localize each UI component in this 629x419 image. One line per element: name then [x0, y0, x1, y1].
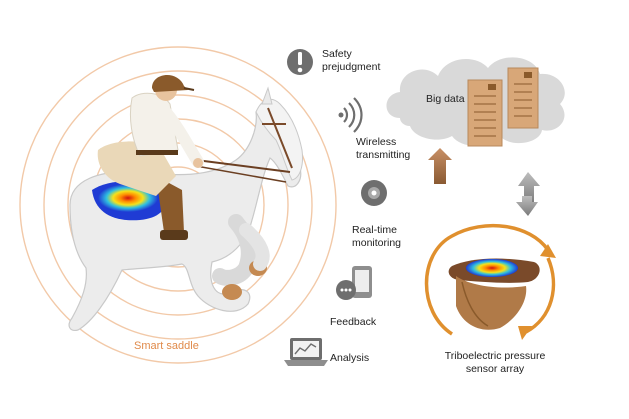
upload-arrow [428, 148, 452, 184]
label-smart-saddle: Smart saddle [134, 340, 199, 352]
server-icon-2 [507, 67, 539, 129]
label-wireless-line1: Wireless [356, 136, 397, 148]
cycle-arrow [424, 223, 556, 336]
label-analysis: Analysis [330, 352, 370, 364]
server-icon-1 [467, 79, 503, 147]
sync-arrow [516, 172, 540, 216]
label-sensor-line1: Triboelectric pressure [444, 350, 546, 362]
rider [97, 74, 204, 240]
phone-chat-icon [336, 266, 372, 300]
horse [68, 86, 303, 331]
saddle-image [448, 258, 540, 330]
laptop-chart-icon [284, 338, 328, 366]
label-bigdata: Big data [426, 93, 465, 105]
label-sensor-line2: sensor array [465, 363, 525, 375]
label-wireless: Wireless transmitting [356, 136, 410, 162]
label-realtime: Real-time monitoring [352, 224, 401, 250]
label-feedback: Feedback [330, 316, 377, 328]
label-sensor: Triboelectric pressure sensor array [420, 350, 570, 376]
disc-icon [361, 180, 387, 206]
signal-rings [19, 46, 337, 364]
label-safety: Safety prejudgment [322, 48, 380, 74]
alert-icon [287, 49, 313, 75]
label-wireless-line2: transmitting [356, 149, 411, 161]
label-realtime-line2: monitoring [352, 237, 402, 249]
label-safety-line2: prejudgment [322, 61, 381, 73]
label-safety-line1: Safety [322, 48, 352, 60]
label-realtime-line1: Real-time [352, 224, 397, 236]
wireless-icon [338, 97, 363, 133]
